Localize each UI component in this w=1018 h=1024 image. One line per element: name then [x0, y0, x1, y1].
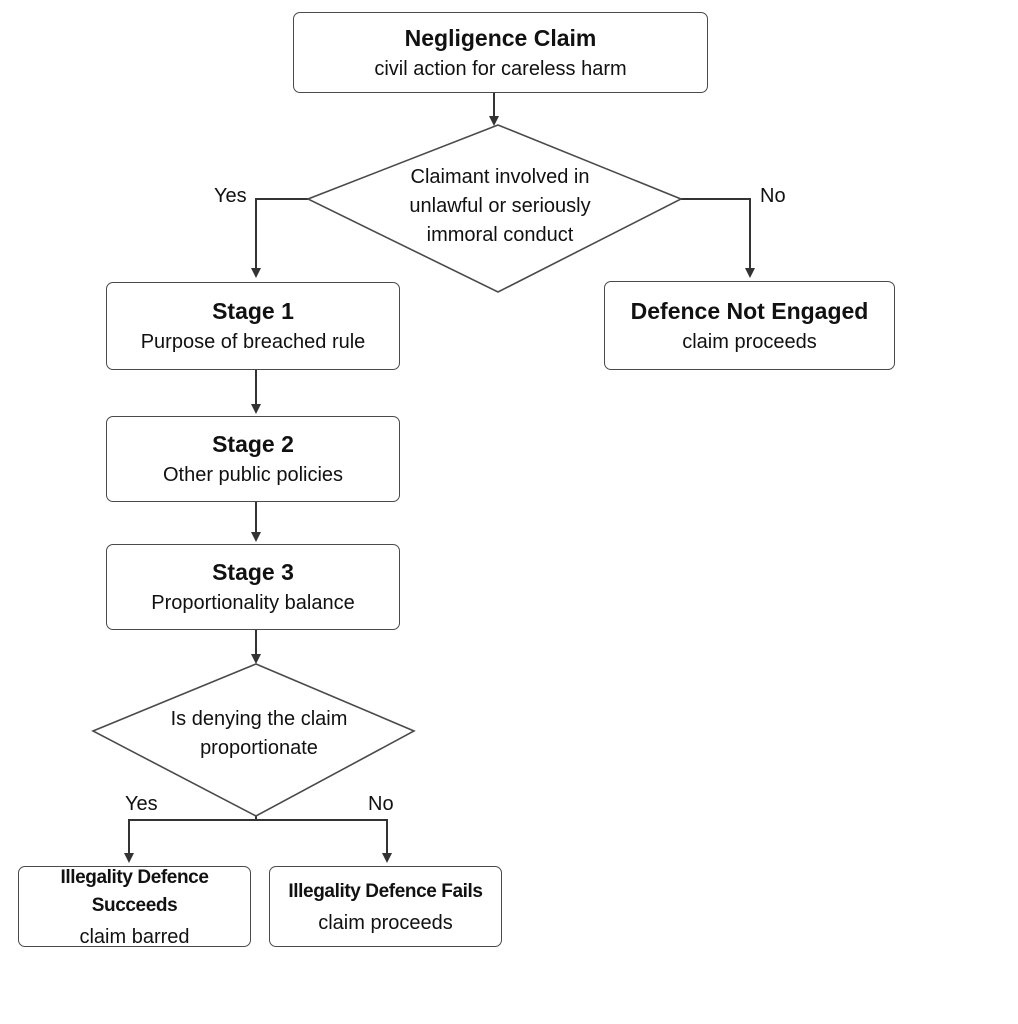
decision2-line-1: Is denying the claim — [170, 708, 348, 730]
arrow-decision1-yes — [251, 198, 308, 278]
defence-fails-title: Illegality Defence Fails — [288, 880, 483, 902]
stage3-box: Stage 3 Proportionality balance — [106, 544, 400, 630]
negligence-claim-box: Negligence Claim civil action for carele… — [293, 12, 708, 93]
arrow-decision1-no — [681, 198, 755, 278]
arrow-decision2-no — [256, 819, 392, 863]
defence-not-engaged-box: Defence Not Engaged claim proceeds — [604, 281, 895, 370]
negligence-claim-title: Negligence Claim — [404, 24, 597, 51]
decision2-no-label: No — [368, 793, 394, 815]
defence-succeeds-title: Illegality Defence Succeeds — [60, 866, 209, 916]
stage2-box: Stage 2 Other public policies — [106, 416, 400, 502]
decision1-line-2: unlawful or seriously — [409, 195, 591, 217]
decision1-no-label: No — [760, 185, 786, 207]
decision1-diamond — [306, 124, 683, 293]
decision2-yes-label: Yes — [125, 793, 158, 815]
negligence-claim-subtitle: civil action for careless harm — [374, 57, 627, 80]
stage2-subtitle: Other public policies — [162, 464, 344, 486]
stage1-subtitle: Purpose of breached rule — [140, 331, 366, 353]
stage3-title: Stage 3 — [212, 559, 294, 585]
stage2-title: Stage 2 — [212, 431, 294, 457]
defence-succeeds-subtitle: claim barred — [79, 925, 190, 948]
stage3-subtitle: Proportionality balance — [151, 592, 355, 614]
decision1-line-1: Claimant involved in — [410, 166, 590, 188]
decision2-line-2: proportionate — [200, 737, 318, 759]
defence-not-engaged-subtitle: claim proceeds — [682, 330, 817, 353]
decision1-text: Claimant involved in unlawful or serious… — [370, 163, 630, 250]
defence-fails-subtitle: claim proceeds — [318, 911, 453, 934]
stage1-title: Stage 1 — [212, 298, 294, 324]
defence-not-engaged-title: Defence Not Engaged — [630, 297, 869, 324]
decision1-yes-label: Yes — [214, 185, 247, 207]
stage1-box: Stage 1 Purpose of breached rule — [106, 282, 400, 370]
decision1-line-3: immoral conduct — [426, 224, 574, 246]
defence-fails-box: Illegality Defence Fails claim proceeds — [269, 866, 502, 947]
decision2-diamond — [91, 663, 416, 817]
decision2-text: Is denying the claim proportionate — [139, 705, 379, 763]
arrow-decision2-yes — [124, 819, 256, 863]
defence-succeeds-box: Illegality Defence Succeeds claim barred — [18, 866, 251, 948]
